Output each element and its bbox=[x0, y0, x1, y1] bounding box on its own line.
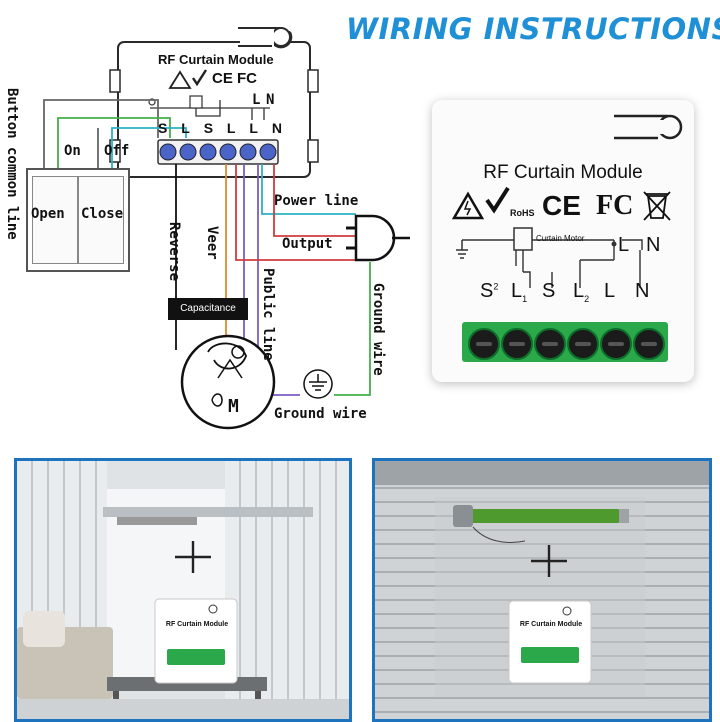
curtain-motor-label: Curtain Motor bbox=[536, 234, 585, 243]
top-l-mark: L bbox=[618, 234, 630, 256]
button-common-line-label: Button common line bbox=[4, 88, 20, 240]
small-cert-marks: CE FC bbox=[212, 70, 257, 87]
scene-module-title: RF Curtain Module bbox=[165, 621, 229, 628]
terminal-screw bbox=[259, 143, 277, 161]
terminal-label: L2 bbox=[573, 280, 590, 304]
terminal-screw bbox=[468, 328, 500, 360]
terminal-screw bbox=[179, 143, 197, 161]
small-top-n: N bbox=[266, 92, 275, 108]
page-title: WIRING INSTRUCTIONS bbox=[346, 12, 720, 46]
small-term-label: N bbox=[271, 120, 282, 136]
veer-label: Veer bbox=[204, 226, 220, 260]
public-line-label: Public line bbox=[260, 268, 276, 361]
output-label: Output bbox=[282, 236, 333, 252]
terminal-screw bbox=[534, 328, 566, 360]
ground-wire-vertical-label: Ground wire bbox=[370, 283, 386, 376]
open-switch bbox=[32, 176, 78, 264]
small-module-title: RF Curtain Module bbox=[158, 52, 274, 67]
small-top-l: L bbox=[252, 92, 261, 108]
terminal-screw bbox=[501, 328, 533, 360]
living-room-scene bbox=[17, 461, 349, 719]
scene-module-title: RF Curtain Module bbox=[519, 621, 583, 628]
terminal-screw bbox=[633, 328, 665, 360]
ground-symbol-icon bbox=[303, 369, 333, 399]
motor-symbol: M bbox=[228, 396, 239, 417]
small-term-label: S bbox=[158, 120, 168, 136]
small-term-label: L bbox=[249, 120, 258, 136]
roller-shutter-scene-panel: RF Curtain Module bbox=[372, 458, 712, 722]
terminal-block bbox=[462, 322, 668, 362]
wiring-diagram bbox=[43, 27, 410, 430]
room-scene-panel: RF Curtain Module bbox=[14, 458, 352, 722]
top-n-mark: N bbox=[646, 234, 661, 256]
rohs-mark: RoHS bbox=[510, 208, 535, 218]
terminal-screw bbox=[199, 143, 217, 161]
terminal-screw bbox=[159, 143, 177, 161]
terminal-label: L bbox=[604, 280, 616, 302]
terminal-screw bbox=[219, 143, 237, 161]
terminal-screw bbox=[600, 328, 632, 360]
terminal-screw bbox=[567, 328, 599, 360]
small-terminal-labels: S L S L L N bbox=[158, 120, 282, 136]
ce-mark: CE bbox=[542, 190, 581, 221]
terminal-label: L1 bbox=[511, 280, 528, 304]
close-switch bbox=[78, 176, 124, 264]
wall-switch bbox=[26, 168, 130, 272]
on-label: On bbox=[64, 143, 81, 159]
small-term-label: S bbox=[203, 120, 214, 136]
curtain-module-product: RF Curtain Module RoHS CE FC Curtain Mot… bbox=[432, 100, 694, 382]
module-title: RF Curtain Module bbox=[483, 162, 643, 183]
roller-shutter-scene bbox=[375, 461, 709, 719]
terminal-label: S bbox=[542, 280, 556, 302]
reverse-label: Reverse bbox=[166, 222, 182, 282]
power-plug-icon bbox=[334, 214, 410, 396]
capacitance-box: Capacitance bbox=[168, 298, 248, 320]
ground-wire-label: Ground wire bbox=[274, 406, 367, 422]
open-label: Open bbox=[31, 206, 65, 222]
fc-mark: FC bbox=[596, 190, 634, 221]
terminal-label: N bbox=[635, 280, 650, 302]
close-label: Close bbox=[81, 206, 124, 222]
off-label: Off bbox=[104, 143, 130, 159]
terminal-label: S2 bbox=[480, 280, 499, 302]
small-term-label: L bbox=[226, 120, 236, 136]
motor-icon bbox=[180, 334, 276, 430]
terminal-screw bbox=[239, 143, 257, 161]
terminal-strip-small bbox=[159, 143, 277, 161]
power-line-label: Power line bbox=[274, 193, 359, 209]
small-term-label: L bbox=[181, 120, 190, 136]
